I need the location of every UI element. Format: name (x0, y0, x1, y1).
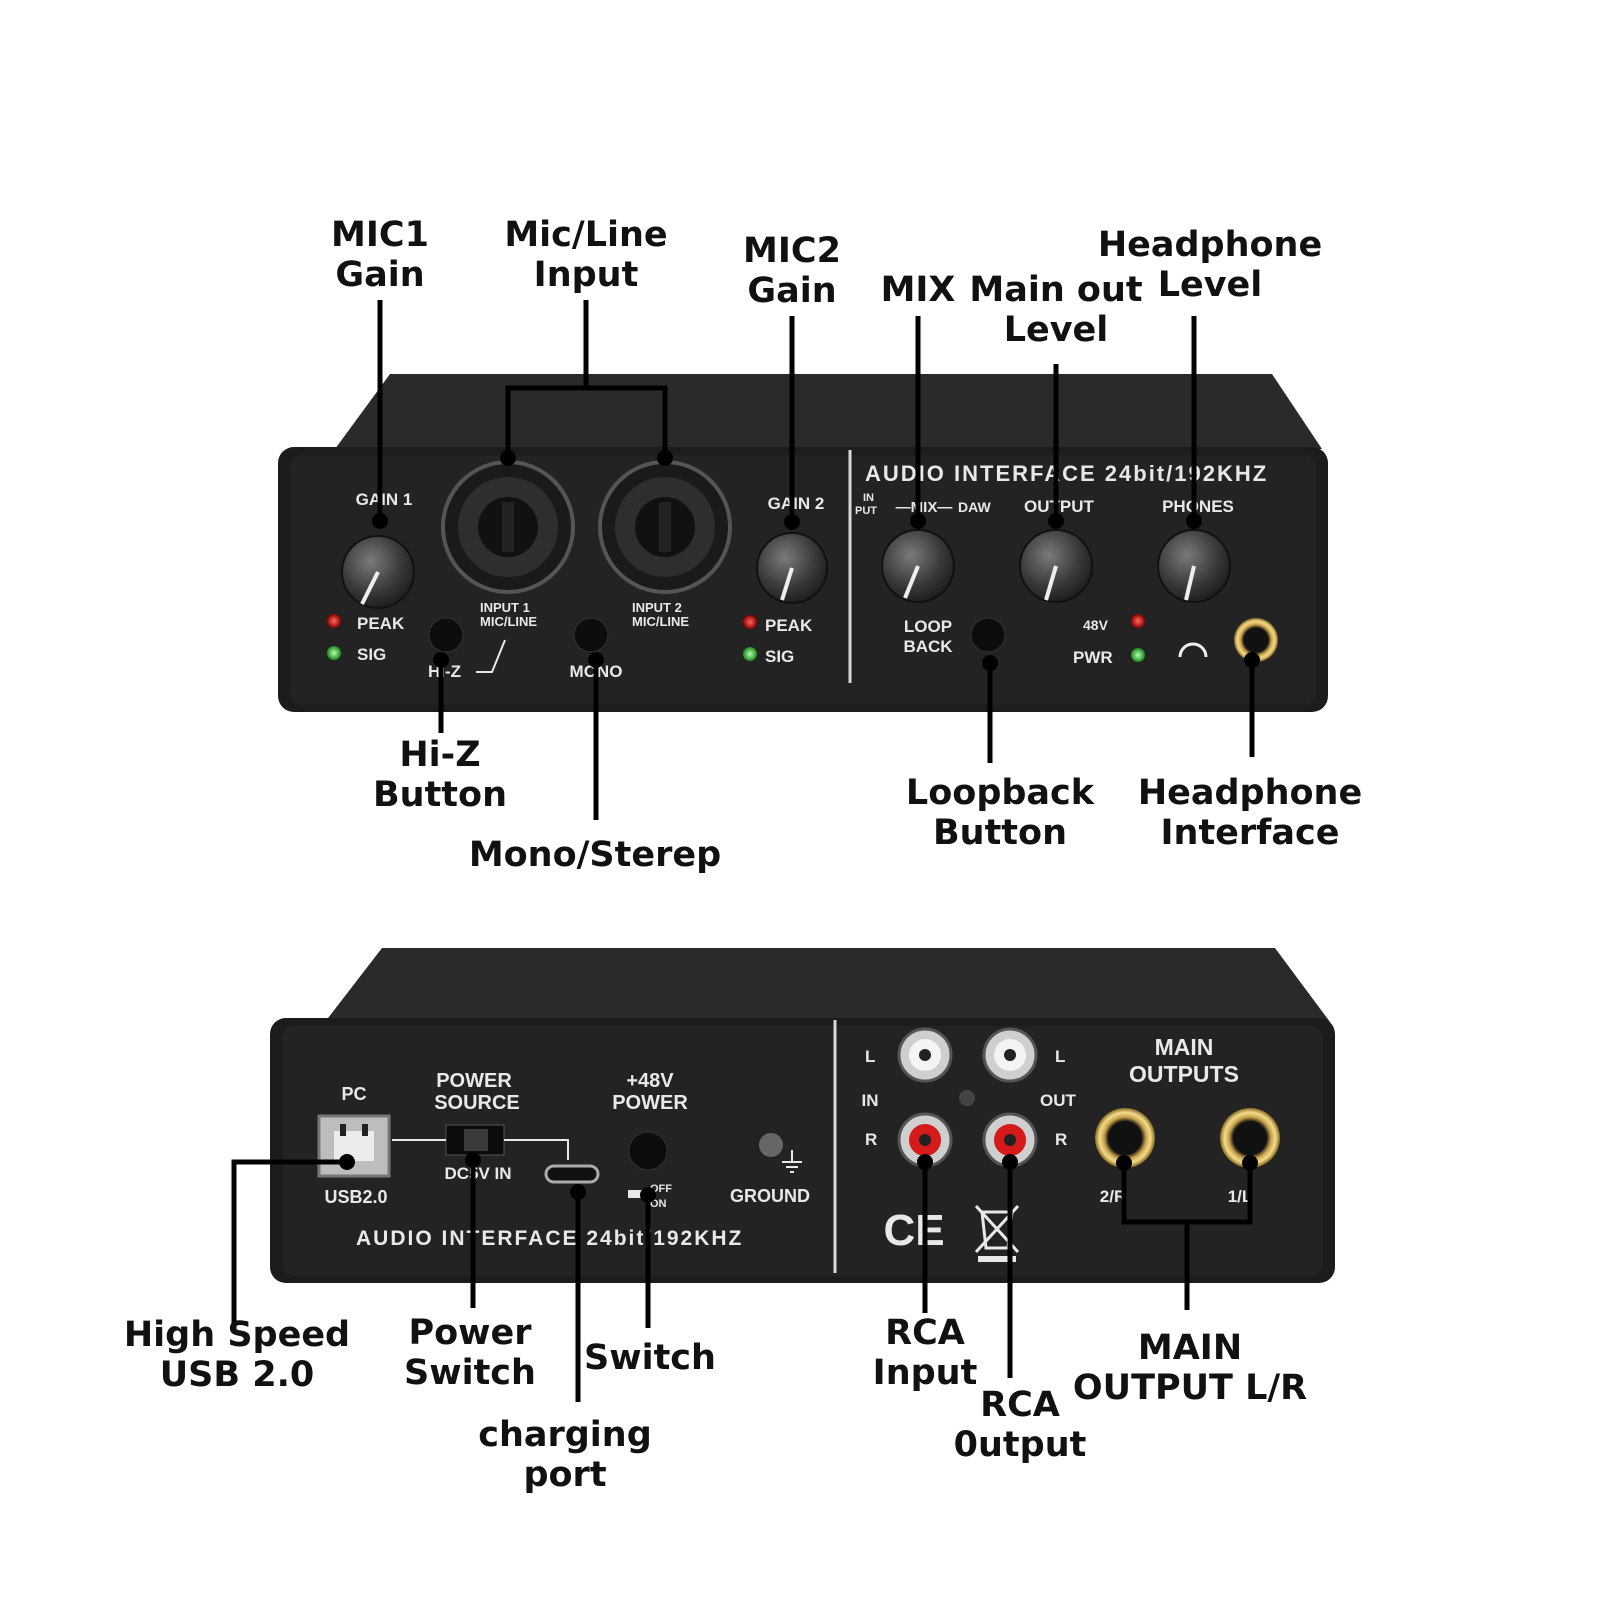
ground-screw[interactable] (757, 1131, 785, 1159)
usb-c-port[interactable] (544, 1164, 600, 1184)
rca-out-left[interactable] (982, 1027, 1038, 1083)
callout-mix: MIX (880, 270, 956, 310)
mono-button[interactable] (573, 617, 609, 653)
callout-switch: Switch (584, 1338, 716, 1378)
48v-label-b: POWER (612, 1092, 688, 1114)
headphone-jack[interactable] (1234, 618, 1278, 662)
power-source-switch[interactable] (445, 1124, 505, 1156)
on-label: ON (650, 1198, 667, 1210)
out-r-label: R (1055, 1130, 1067, 1149)
rca-in-left[interactable] (897, 1027, 953, 1083)
main-outputs-label-b: OUTPUTS (1129, 1061, 1239, 1087)
48v-power-button[interactable] (628, 1131, 668, 1171)
hiz-label: HI-Z (428, 662, 461, 681)
gain1-label: GAIN 1 (356, 490, 413, 509)
peak1-label: PEAK (357, 614, 405, 633)
ce-mark: CE (883, 1206, 944, 1255)
mix-label: —MIX— (896, 499, 953, 516)
callout-mono-stereo: Mono/Sterep (468, 835, 722, 875)
gain1-knob[interactable] (341, 535, 415, 609)
output-knob[interactable] (1019, 529, 1093, 603)
input1-label-a: INPUT 1 (480, 600, 530, 615)
sig1-led (327, 646, 341, 660)
peak1-led (327, 614, 341, 628)
dc5v-label: DC5V IN (444, 1164, 511, 1183)
power-source-label-a: POWER (436, 1070, 512, 1092)
daw-label: DAW (958, 499, 991, 515)
usb-b-port[interactable] (317, 1114, 391, 1178)
rca-out-right[interactable] (982, 1112, 1038, 1168)
mix-knob[interactable] (881, 529, 955, 603)
out-1l-label: 1/L (1228, 1187, 1253, 1206)
ground-icon (782, 1150, 802, 1173)
input1-label-b: MIC/LINE (480, 614, 537, 629)
in-r-label: R (865, 1130, 877, 1149)
power-source-label-b: SOURCE (434, 1092, 520, 1114)
ground-label: GROUND (730, 1186, 810, 1206)
out-l-label: L (1055, 1047, 1065, 1066)
off-label: OFF (650, 1183, 672, 1195)
output-label: OUTPUT (1024, 497, 1095, 516)
peak2-label: PEAK (765, 616, 813, 635)
in-label-b: PUT (855, 505, 877, 517)
rear-device: PC USB2.0 POWER SOURCE DC5V IN +48V POWE… (270, 948, 1335, 1283)
headphone-icon (1178, 642, 1208, 658)
in-l-label: L (865, 1047, 875, 1066)
input2-label-a: INPUT 2 (632, 600, 682, 615)
48v-label-a: +48V (626, 1070, 674, 1092)
sig2-led (743, 647, 757, 661)
loopback-button[interactable] (970, 617, 1006, 653)
48v-led (1131, 614, 1145, 628)
pwr-led (1131, 648, 1145, 662)
main-output-2r-jack[interactable] (1095, 1108, 1155, 1168)
center-screw (959, 1090, 975, 1106)
hiz-button[interactable] (428, 617, 464, 653)
peak2-led (743, 615, 757, 629)
leader-lines (231, 300, 1255, 1402)
gain2-knob[interactable] (756, 532, 828, 604)
48v-label: 48V (1083, 617, 1109, 633)
out-label: OUT (1040, 1091, 1077, 1110)
loop-label: LOOP (904, 617, 952, 636)
rear-title: AUDIO INTERFACE 24bit/192KHZ (356, 1227, 743, 1250)
phones-label: PHONES (1162, 497, 1234, 516)
hiz-bracket (476, 639, 506, 673)
48v-switch-icon (628, 1190, 646, 1198)
sig1-label: SIG (357, 645, 386, 664)
main-output-1l-jack[interactable] (1220, 1108, 1280, 1168)
usb-label: USB2.0 (324, 1187, 387, 1207)
dc-bracket (504, 1139, 569, 1160)
in-label: IN (862, 1091, 879, 1110)
in-label-a: IN (863, 492, 874, 504)
main-outputs-label-a: MAIN (1155, 1034, 1214, 1060)
xlr-combo-input-2[interactable] (598, 460, 732, 594)
sig2-label: SIG (765, 647, 794, 666)
front-title: AUDIO INTERFACE 24bit/192KHZ (865, 461, 1268, 486)
out-2r-label: 2/R (1100, 1187, 1126, 1206)
back-label: BACK (903, 637, 953, 656)
pc-label: PC (341, 1084, 366, 1104)
leader-dots (339, 450, 1260, 1203)
pwr-label: PWR (1073, 648, 1113, 667)
gain2-label: GAIN 2 (768, 494, 825, 513)
phones-knob[interactable] (1157, 529, 1231, 603)
xlr-combo-input-1[interactable] (441, 460, 575, 594)
input2-label-b: MIC/LINE (632, 614, 689, 629)
